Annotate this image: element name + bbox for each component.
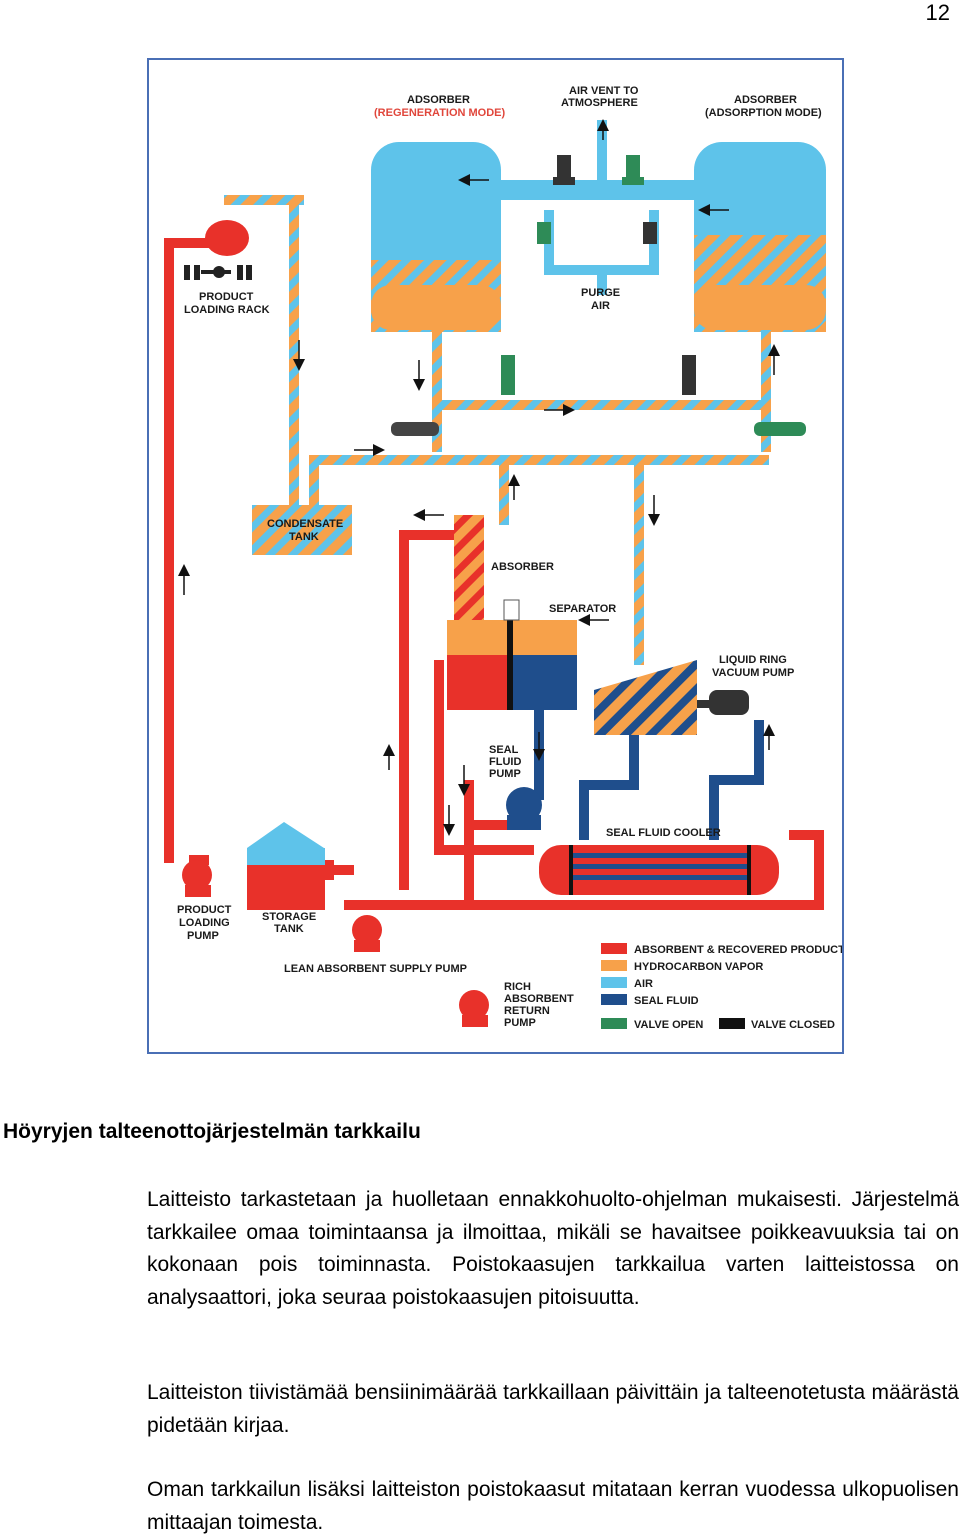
label-seal-pump-1: SEAL [489,744,519,756]
absorber-column [454,515,484,620]
label-product-rack-1: PRODUCT [199,291,254,303]
label-condensate-2: TANK [289,531,319,543]
label-purge-air-1: PURGE [581,287,620,299]
separator-unit [447,599,577,710]
legend-swatch-air [601,977,627,988]
adsorber-right-vessel [694,142,826,332]
label-seal-pump-2: FLUID [489,756,521,768]
legend-swatch-vapor [601,960,627,971]
valve-mid-left-closed [391,422,439,436]
legend-label-seal-fluid: SEAL FLUID [634,995,699,1007]
condensate-tank [252,505,352,555]
label-adsorber-left-mode: (REGENERATION MODE) [374,107,506,119]
product-loading-rack [184,220,252,280]
label-purge-air-2: AIR [591,300,610,312]
label-seal-fluid-cooler: SEAL FLUID COOLER [606,827,721,839]
absorbent-piping [164,238,824,910]
valve-purge-left [537,222,551,244]
valve-vertical-2 [682,355,696,395]
liquid-ring-vacuum-pump [594,660,749,735]
label-condensate-1: CONDENSATE [267,518,343,530]
valve-purge-right [643,222,657,244]
label-product-pump-1: PRODUCT [177,904,232,916]
section-heading: Höyryjen talteenottojärjestelmän tarkkai… [3,1120,421,1143]
label-liquid-ring-1: LIQUID RING [719,654,787,666]
label-absorber: ABSORBER [491,561,554,573]
seal-fluid-cooler [539,845,779,895]
paragraph-3: Oman tarkkailun lisäksi laitteiston pois… [147,1478,959,1534]
valve-top-right-open [622,155,644,185]
label-adsorber-right: ADSORBER [734,94,797,106]
page-number: 12 [925,0,950,25]
label-storage-tank-1: STORAGE [262,911,316,923]
label-rich-pump-3: RETURN [504,1005,550,1017]
rich-absorbent-return-pump [459,990,489,1027]
adsorber-left-vessel [371,142,501,332]
label-liquid-ring-2: VACUUM PUMP [712,667,794,679]
valve-mid-right-open [754,422,806,436]
legend-swatch-valve-closed [719,1018,745,1029]
label-rich-pump-2: ABSORBENT [504,993,574,1005]
legend-swatch-seal-fluid [601,994,627,1005]
label-air-vent-2: ATMOSPHERE [561,97,638,109]
legend-label-air: AIR [634,978,653,990]
legend-label-vapor: HYDROCARBON VAPOR [634,961,763,973]
paragraph-2: Laitteiston tiivistämää bensiinimäärää t… [147,1381,959,1437]
valve-top-left-closed [553,155,575,185]
legend-swatch-absorbent [601,943,627,954]
legend: ABSORBENT & RECOVERED PRODUCT HYDROCARBO… [601,943,844,1031]
label-seal-pump-3: PUMP [489,768,521,780]
storage-tank [247,822,325,910]
seal-fluid-pump [506,787,542,830]
label-rich-pump-1: RICH [504,981,531,993]
label-adsorber-right-mode: (ADSORPTION MODE) [705,107,822,119]
legend-label-valve-open: VALVE OPEN [634,1019,703,1031]
label-product-rack-2: LOADING RACK [184,304,270,316]
label-storage-tank-2: TANK [274,923,304,935]
label-lean-absorbent-pump: LEAN ABSORBENT SUPPLY PUMP [284,963,467,975]
product-loading-pump [182,860,212,897]
paragraph-1: Laitteisto tarkastetaan ja huolletaan en… [147,1188,959,1309]
label-air-vent-1: AIR VENT TO [569,85,639,97]
label-adsorber-left: ADSORBER [407,94,470,106]
label-separator: SEPARATOR [549,603,616,615]
vapor-recovery-diagram: ADSORBER (REGENERATION MODE) AIR VENT TO… [147,58,844,1054]
vapor-return-lines [224,195,771,665]
legend-label-valve-closed: VALVE CLOSED [751,1019,835,1031]
lean-absorbent-supply-pump [352,915,382,952]
label-rich-pump-4: PUMP [504,1017,536,1029]
legend-swatch-valve-open [601,1018,627,1029]
legend-label-absorbent: ABSORBENT & RECOVERED PRODUCT [634,944,844,956]
valve-vertical-1 [501,355,515,395]
label-product-pump-2: LOADING [179,917,230,929]
flow-arrows [178,119,780,836]
label-product-pump-3: PUMP [187,930,219,942]
